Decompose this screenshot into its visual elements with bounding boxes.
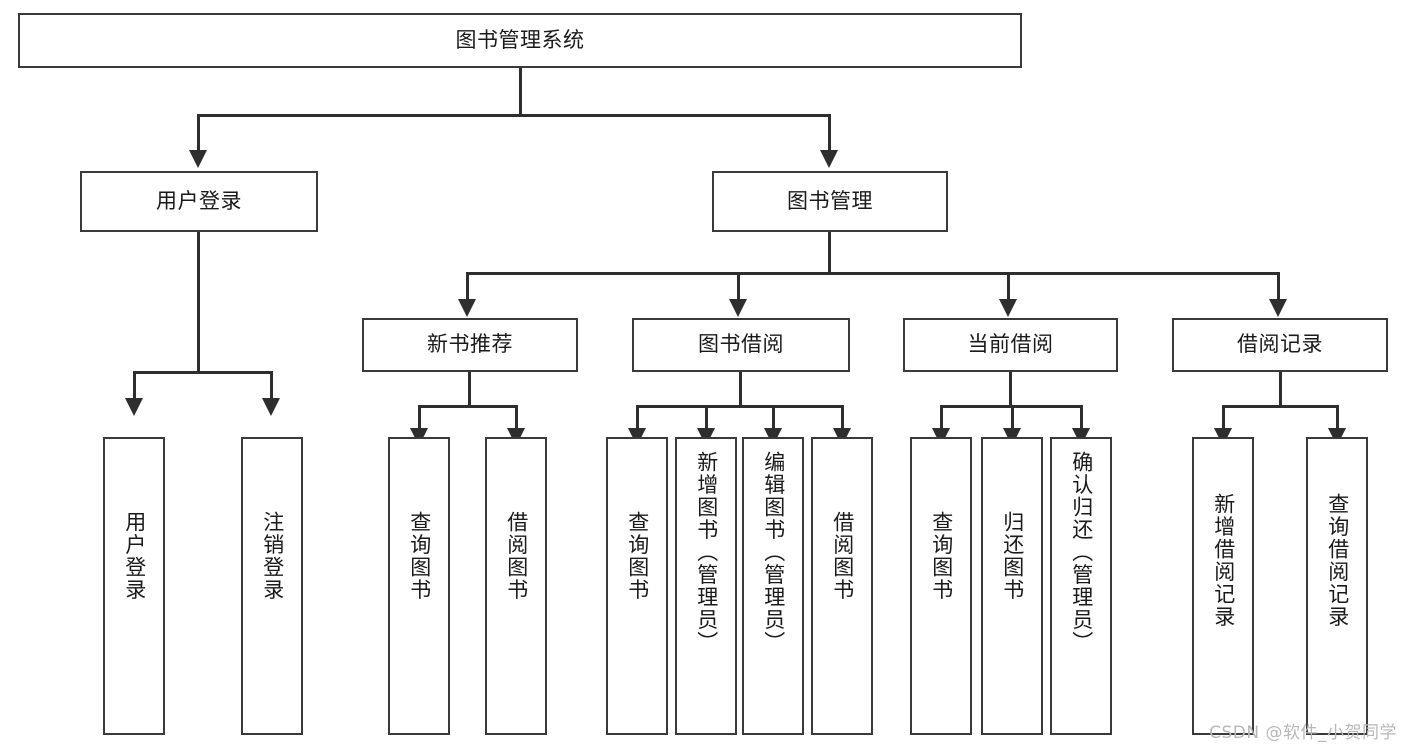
leaf-cb-query-book[interactable]: 查询图书	[910, 437, 972, 735]
node-label: 用户登录	[122, 511, 147, 601]
connector-nbr-child-1	[418, 405, 421, 430]
node-label: 编辑图书（管理员）	[761, 451, 786, 654]
node-user-login[interactable]: 用户登录	[80, 171, 318, 232]
node-label: 图书借阅	[698, 332, 784, 357]
connector-bm-child-2	[737, 272, 740, 301]
connector-br-child-2	[1336, 405, 1339, 430]
leaf-nbr-borrow-book[interactable]: 借阅图书	[485, 437, 547, 735]
node-label: 当前借阅	[967, 332, 1054, 357]
connector-user-login-stem	[197, 232, 200, 371]
connector-br-child-1	[1222, 405, 1225, 430]
connector-cb-stem	[1009, 372, 1012, 405]
arrowhead-bm-child-2	[729, 299, 747, 317]
arrowhead-user-login-child-2	[262, 398, 280, 416]
node-label: 注销登录	[260, 511, 285, 601]
leaf-user-login-logout[interactable]: 注销登录	[241, 437, 303, 735]
node-new-book-recommend[interactable]: 新书推荐	[362, 318, 578, 372]
connector-bb-child-2	[705, 405, 708, 430]
node-book-borrow[interactable]: 图书借阅	[632, 318, 850, 372]
node-label: 确认归还（管理员）	[1069, 451, 1094, 654]
node-label: 借阅图书	[830, 511, 855, 601]
leaf-br-add-record[interactable]: 新增借阅记录	[1192, 437, 1254, 735]
connector-cb-child-1	[940, 405, 943, 430]
connector-book-management-bar	[466, 272, 1278, 275]
node-label: 新增借阅记录	[1211, 493, 1236, 628]
connector-bm-child-4	[1277, 272, 1280, 301]
connector-to-book-management	[828, 114, 831, 152]
leaf-bb-add-book-admin[interactable]: 新增图书（管理员）	[675, 437, 737, 735]
leaf-cb-confirm-return-admin[interactable]: 确认归还（管理员）	[1050, 437, 1112, 735]
node-label: 图书管理系统	[455, 27, 585, 52]
connector-book-management-stem	[828, 232, 831, 272]
leaf-br-query-record[interactable]: 查询借阅记录	[1306, 437, 1368, 735]
node-label: 新书推荐	[427, 332, 513, 357]
connector-user-login-child-1	[133, 371, 136, 400]
connector-bb-stem	[739, 372, 742, 405]
node-book-management[interactable]: 图书管理	[712, 171, 948, 232]
connector-br-bar	[1222, 405, 1339, 408]
node-label: 查询借阅记录	[1325, 493, 1350, 628]
connector-root-bar	[197, 114, 831, 117]
connector-bb-child-1	[636, 405, 639, 430]
arrowhead-bm-child-3	[999, 299, 1017, 317]
connector-cb-child-3	[1080, 405, 1083, 430]
csdn-watermark: CSDN @软件_小贺同学	[1209, 723, 1397, 743]
arrowhead-bm-child-4	[1269, 299, 1287, 317]
connector-bm-child-3	[1007, 272, 1010, 301]
node-borrow-record[interactable]: 借阅记录	[1172, 318, 1388, 372]
node-label: 新增图书（管理员）	[694, 451, 719, 654]
node-root-book-management-system[interactable]: 图书管理系统	[18, 13, 1022, 68]
node-current-borrow[interactable]: 当前借阅	[903, 318, 1118, 372]
node-label: 借阅图书	[504, 511, 529, 601]
leaf-nbr-query-book[interactable]: 查询图书	[388, 437, 450, 735]
leaf-bb-borrow-book[interactable]: 借阅图书	[811, 437, 873, 735]
connector-bb-child-3	[772, 405, 775, 430]
leaf-cb-return-book[interactable]: 归还图书	[981, 437, 1043, 735]
connector-user-login-bar	[133, 371, 272, 374]
leaf-user-login-login[interactable]: 用户登录	[103, 437, 165, 735]
connector-bb-child-4	[841, 405, 844, 430]
connector-br-stem	[1279, 372, 1282, 405]
node-label: 归还图书	[1000, 511, 1025, 601]
connector-nbr-bar	[418, 405, 518, 408]
connector-bb-bar	[636, 405, 844, 408]
arrowhead-to-user-login	[189, 150, 207, 168]
connector-cb-child-2	[1011, 405, 1014, 430]
connector-user-login-child-2	[270, 371, 273, 400]
connector-bm-child-1	[466, 272, 469, 301]
node-label: 查询图书	[625, 511, 650, 601]
connector-to-user-login	[197, 114, 200, 152]
arrowhead-to-book-management	[820, 150, 838, 168]
node-label: 用户登录	[156, 188, 242, 213]
node-label: 查询图书	[407, 511, 432, 601]
leaf-bb-query-book[interactable]: 查询图书	[606, 437, 668, 735]
connector-nbr-child-2	[515, 405, 518, 430]
arrowhead-bm-child-1	[458, 299, 476, 317]
connector-root-stem	[519, 68, 522, 114]
connector-nbr-stem	[468, 372, 471, 405]
arrowhead-user-login-child-1	[125, 398, 143, 416]
node-label: 图书管理	[787, 188, 873, 213]
node-label: 借阅记录	[1237, 332, 1323, 357]
leaf-bb-edit-book-admin[interactable]: 编辑图书（管理员）	[742, 437, 804, 735]
node-label: 查询图书	[929, 511, 954, 601]
